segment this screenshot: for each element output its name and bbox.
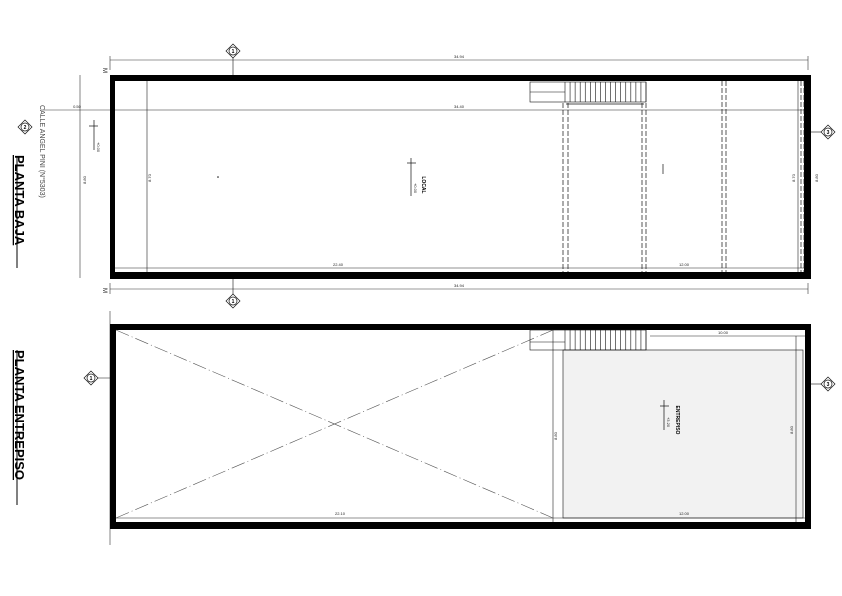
street-label: CALLE ANGEL PINI (N°5303) bbox=[38, 105, 46, 198]
level-mark-left: +0.00 bbox=[89, 120, 101, 153]
dim-overall-bottom: 34.94 bbox=[454, 283, 465, 288]
axis-marker-bottom: M bbox=[101, 288, 107, 293]
dim-mz-height-right: 8.80 bbox=[789, 425, 794, 434]
dim-left-bottom: 22.40 bbox=[333, 262, 344, 267]
axis-marker-top: M bbox=[101, 68, 107, 73]
dim-small-left: 0.50 bbox=[73, 104, 82, 109]
section-marker-1-top: 1 bbox=[225, 43, 241, 59]
svg-text:2: 2 bbox=[24, 125, 27, 131]
ground-floor-title: PLANTA BAJA bbox=[12, 155, 27, 246]
room-level: +0.00 bbox=[413, 183, 418, 194]
stair-mezzanine bbox=[529, 329, 647, 351]
dim-height-left: 8.80 bbox=[82, 175, 87, 184]
mz-section-marker-3: 3 bbox=[820, 376, 836, 392]
plan-ground-floor: 34.94 34.94 8.80 0.50 M M 34.40 22.40 12… bbox=[12, 43, 836, 309]
dim-mz-right-bottom: 12.00 bbox=[679, 511, 690, 516]
section-marker-2-left: 2 bbox=[17, 119, 33, 135]
dim-right-bottom: 12.00 bbox=[679, 262, 690, 267]
dim-height-right: 8.80 bbox=[814, 173, 819, 182]
room-label: LOCAL bbox=[420, 176, 426, 193]
dim-inner-top: 34.40 bbox=[454, 104, 465, 109]
mz-room-label: ENTREPISO bbox=[674, 406, 680, 435]
svg-text:3: 3 bbox=[827, 382, 830, 388]
section-marker-3-right: 3 bbox=[820, 124, 836, 140]
mz-room-level: +3.20 bbox=[666, 417, 671, 428]
room-entrepiso: ENTREPISO +3.20 bbox=[660, 400, 680, 435]
level-left-text: +0.00 bbox=[96, 142, 101, 153]
dim-height-inner-left: 8.70 bbox=[147, 173, 152, 182]
mz-section-marker-1: 1 bbox=[83, 370, 99, 386]
plan-mezzanine: 22.10 12.00 8.80 8.80 10.00 ENTREPISO +3… bbox=[12, 311, 836, 545]
dim-mz-left-bottom: 22.10 bbox=[335, 511, 346, 516]
svg-text:1: 1 bbox=[232, 49, 235, 55]
dim-overall-top: 34.94 bbox=[454, 54, 465, 59]
dim-height-inner-right: 8.70 bbox=[791, 173, 796, 182]
svg-text:3: 3 bbox=[827, 130, 830, 136]
stair-ground bbox=[529, 81, 647, 103]
svg-text:1: 1 bbox=[90, 376, 93, 382]
dim-mz-height-mid: 8.80 bbox=[553, 431, 558, 440]
mezzanine-title: PLANTA ENTREPISO bbox=[12, 350, 27, 480]
section-marker-1-bottom: 1 bbox=[225, 293, 241, 309]
svg-text:1: 1 bbox=[232, 299, 235, 305]
dim-mz-top-right: 10.00 bbox=[718, 330, 729, 335]
room-local: LOCAL +0.00 bbox=[407, 158, 426, 196]
